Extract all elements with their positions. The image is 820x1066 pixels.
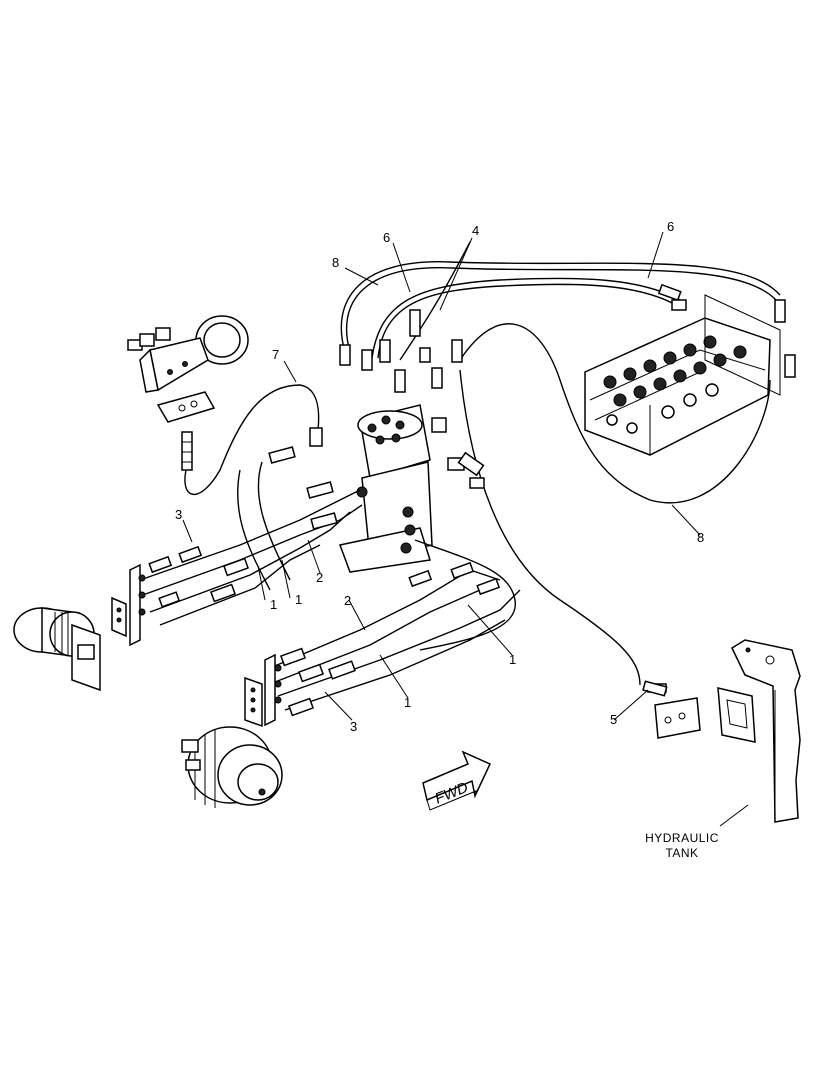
leader-lines (182, 231, 749, 827)
callout-6: 6 (667, 219, 674, 234)
hose-routes (139, 241, 781, 711)
hydraulic-tank (717, 639, 801, 823)
valve-spools (603, 335, 747, 434)
travel-motor-right (181, 676, 283, 808)
center-swivel-joint (338, 404, 465, 573)
callout-3: 3 (175, 507, 182, 522)
right-bulkhead-plate (264, 653, 282, 727)
callout-1: 1 (509, 652, 516, 667)
left-bulkhead-plate (129, 563, 146, 647)
callout-8: 8 (332, 255, 339, 270)
pilot-valve-assembly (127, 315, 249, 471)
callout-1: 1 (270, 597, 277, 612)
travel-motor-left (13, 596, 127, 692)
callout-4: 4 (472, 223, 479, 238)
callout-7: 7 (272, 347, 279, 362)
main-control-valve (584, 294, 796, 456)
callout-3: 3 (350, 719, 357, 734)
tank-label-line2: TANK (665, 846, 698, 860)
callout-numbers: 1 1 1 1 2 2 3 3 4 5 6 6 7 8 8 (175, 219, 704, 734)
hydraulic-tank-caption: HYDRAULIC TANK (645, 831, 719, 860)
callout-6: 6 (383, 230, 390, 245)
forward-direction-arrow: FWD (422, 750, 492, 811)
hose-fittings (148, 283, 687, 717)
callout-2: 2 (316, 570, 323, 585)
callout-8: 8 (697, 530, 704, 545)
callout-1: 1 (295, 592, 302, 607)
callout-5: 5 (610, 712, 617, 727)
tank-label-line1: HYDRAULIC (645, 831, 719, 845)
callout-2: 2 (344, 593, 351, 608)
callout-1: 1 (404, 695, 411, 710)
